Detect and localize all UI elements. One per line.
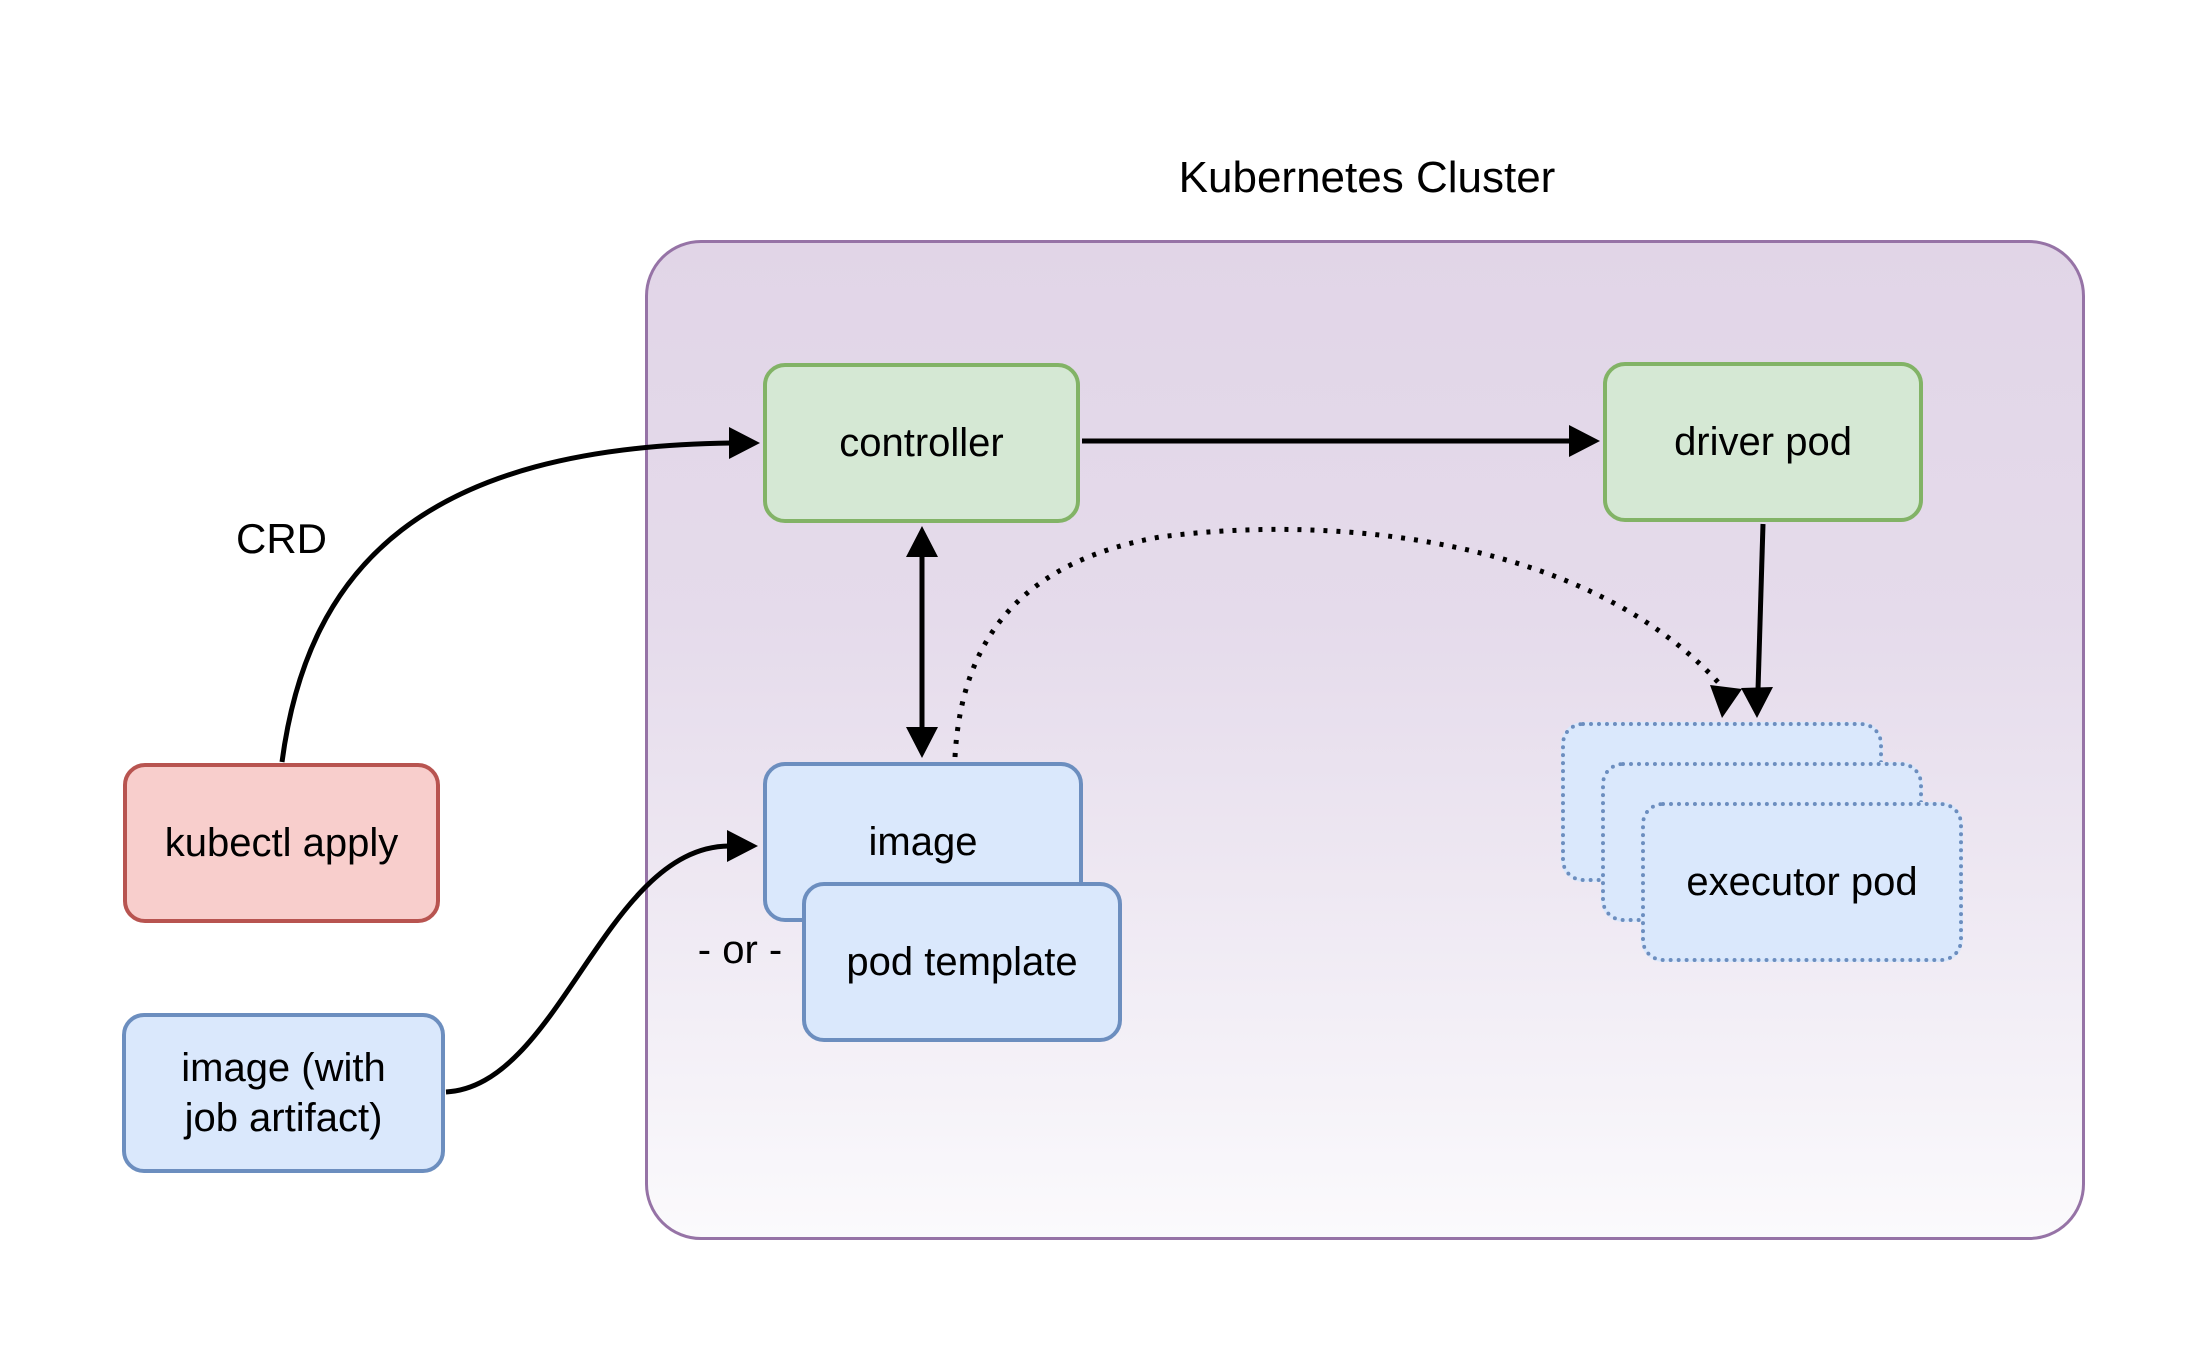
image-with-job-artifact-node: image (with job artifact)	[122, 1013, 445, 1173]
pod-template-label: pod template	[846, 940, 1078, 984]
kubectl-apply-node: kubectl apply	[123, 763, 440, 923]
pod-template-node: pod template	[802, 882, 1122, 1042]
executor-pod-label-front: executor pod	[1686, 860, 1918, 904]
or-edge-label: - or -	[697, 928, 783, 972]
image-with-job-artifact-line2: job artifact)	[184, 1096, 383, 1140]
executor-pod-node-front: executor pod	[1641, 802, 1963, 962]
controller-node: controller	[763, 363, 1080, 523]
controller-label: controller	[839, 421, 1004, 465]
image-label: image	[868, 820, 978, 864]
crd-edge-label: CRD	[236, 515, 327, 562]
image-with-job-artifact-line1: image (with	[181, 1046, 386, 1090]
cluster-title: Kubernetes Cluster	[1178, 153, 1556, 202]
image-with-job-artifact-label: image (with job artifact)	[181, 1043, 386, 1143]
kubectl-apply-label: kubectl apply	[164, 821, 399, 865]
driver-pod-node: driver pod	[1603, 362, 1923, 522]
driver-pod-label: driver pod	[1674, 420, 1852, 464]
